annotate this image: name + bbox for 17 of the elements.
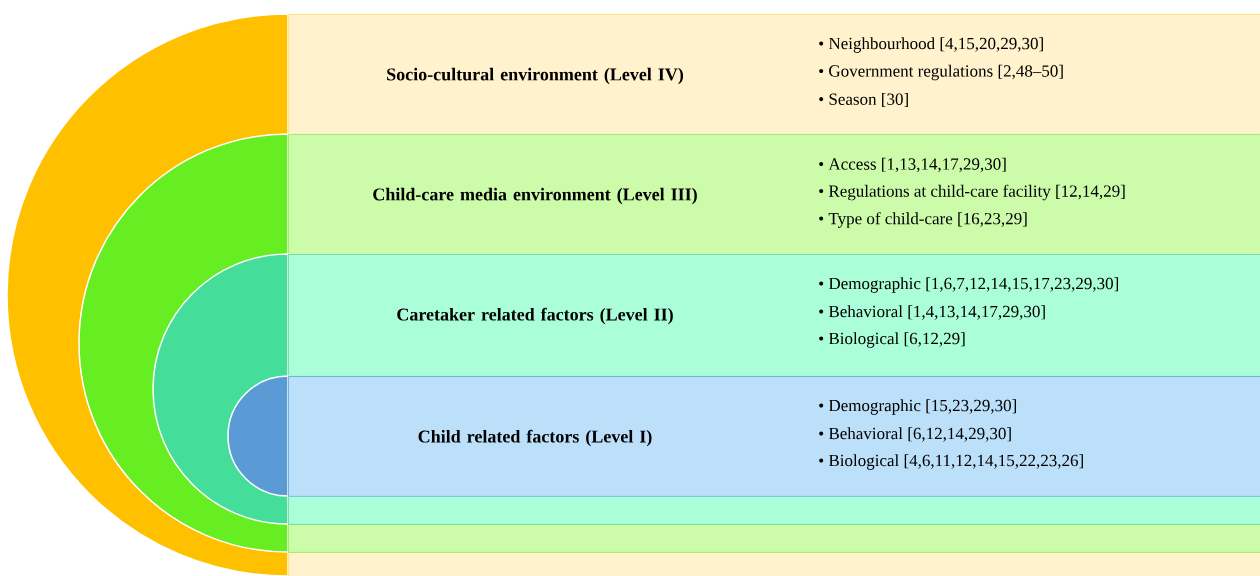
bullet-item: • Neighbourhood [4,15,20,29,30]	[819, 37, 1043, 53]
level-band	[227, 375, 1260, 497]
bullet-item: • Access [1,13,14,17,29,30]	[819, 157, 1006, 173]
level-heading: Socio-cultural environment (Level IV)	[387, 67, 684, 85]
bullet-item: • Behavioral [6,12,14,29,30]	[819, 427, 1011, 442]
bullet-item: • Biological [6,12,29]	[819, 332, 965, 348]
level-heading: Child-care media environment (Level III)	[373, 187, 697, 205]
level-heading: Child related factors (Level I)	[418, 429, 652, 447]
bullet-item: • Government regulations [2,48–50]	[819, 64, 1063, 81]
level-heading: Caretaker related factors (Level II)	[397, 307, 673, 325]
bullet-item: • Demographic [15,23,29,30]	[819, 399, 1016, 415]
bullet-item: • Regulations at child-care facility [12,14,29]	[819, 184, 1125, 201]
bullet-item: • Type of child-care [16,23,29]	[819, 212, 1027, 228]
bullet-item: • Demographic [1,6,7,12,14,15,17,23,29,30]	[819, 277, 1118, 293]
bullet-item: • Season [30]	[819, 92, 908, 108]
bullet-item: • Biological [4,6,11,12,14,15,22,23,26]	[819, 454, 1083, 470]
bullet-item: • Behavioral [1,4,13,14,17,29,30]	[819, 305, 1045, 320]
